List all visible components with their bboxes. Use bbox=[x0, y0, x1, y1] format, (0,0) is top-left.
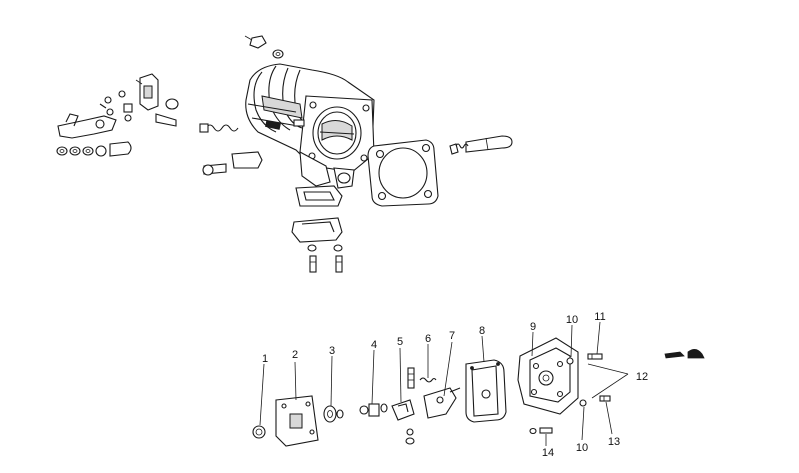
flange-gasket bbox=[367, 139, 439, 207]
callout-4: 4 bbox=[371, 339, 377, 351]
partial-mark bbox=[664, 349, 705, 359]
callout-3: 3 bbox=[329, 345, 335, 357]
part-6-spring bbox=[419, 377, 437, 383]
callout-7: 7 bbox=[449, 330, 455, 342]
choke-cover-assembly bbox=[252, 337, 705, 447]
callout-11: 11 bbox=[594, 311, 605, 323]
throttle-body bbox=[245, 63, 375, 189]
throttle-body-assembly bbox=[56, 35, 513, 273]
part-8-cover bbox=[465, 359, 507, 423]
leader-lines bbox=[259, 321, 629, 446]
callout-2: 2 bbox=[292, 349, 298, 361]
throttle-linkage bbox=[56, 73, 179, 157]
return-spring bbox=[199, 123, 263, 176]
part-2-plate bbox=[275, 395, 319, 447]
top-nut bbox=[244, 35, 284, 59]
callout-labels: 1 2 3 4 5 6 7 8 9 10 10 11 12 13 14 bbox=[262, 311, 648, 459]
callout-14: 14 bbox=[542, 447, 554, 459]
callout-1: 1 bbox=[262, 353, 268, 365]
part-7-lever bbox=[423, 387, 461, 419]
part-5-bracket bbox=[391, 367, 415, 445]
part-3-washer bbox=[323, 405, 337, 423]
part-13-screw bbox=[599, 395, 611, 402]
lower-cover-plate bbox=[291, 185, 343, 273]
part-10-ring-lower bbox=[579, 399, 587, 407]
part-10-ring bbox=[566, 357, 574, 365]
callout-6: 6 bbox=[425, 333, 431, 345]
part-1-ring bbox=[252, 425, 266, 439]
callout-10-lower: 10 bbox=[576, 442, 588, 454]
callout-13: 13 bbox=[608, 436, 620, 448]
part-4-nut bbox=[359, 403, 388, 417]
callout-10-upper: 10 bbox=[566, 314, 578, 326]
callout-8: 8 bbox=[479, 325, 485, 337]
idle-screw bbox=[449, 135, 513, 155]
part-14-screw bbox=[529, 427, 553, 435]
part-11-screw bbox=[587, 353, 603, 360]
part-9-housing bbox=[517, 337, 579, 415]
callout-5: 5 bbox=[397, 336, 403, 348]
callout-9: 9 bbox=[530, 321, 536, 333]
callout-12: 12 bbox=[636, 371, 648, 383]
